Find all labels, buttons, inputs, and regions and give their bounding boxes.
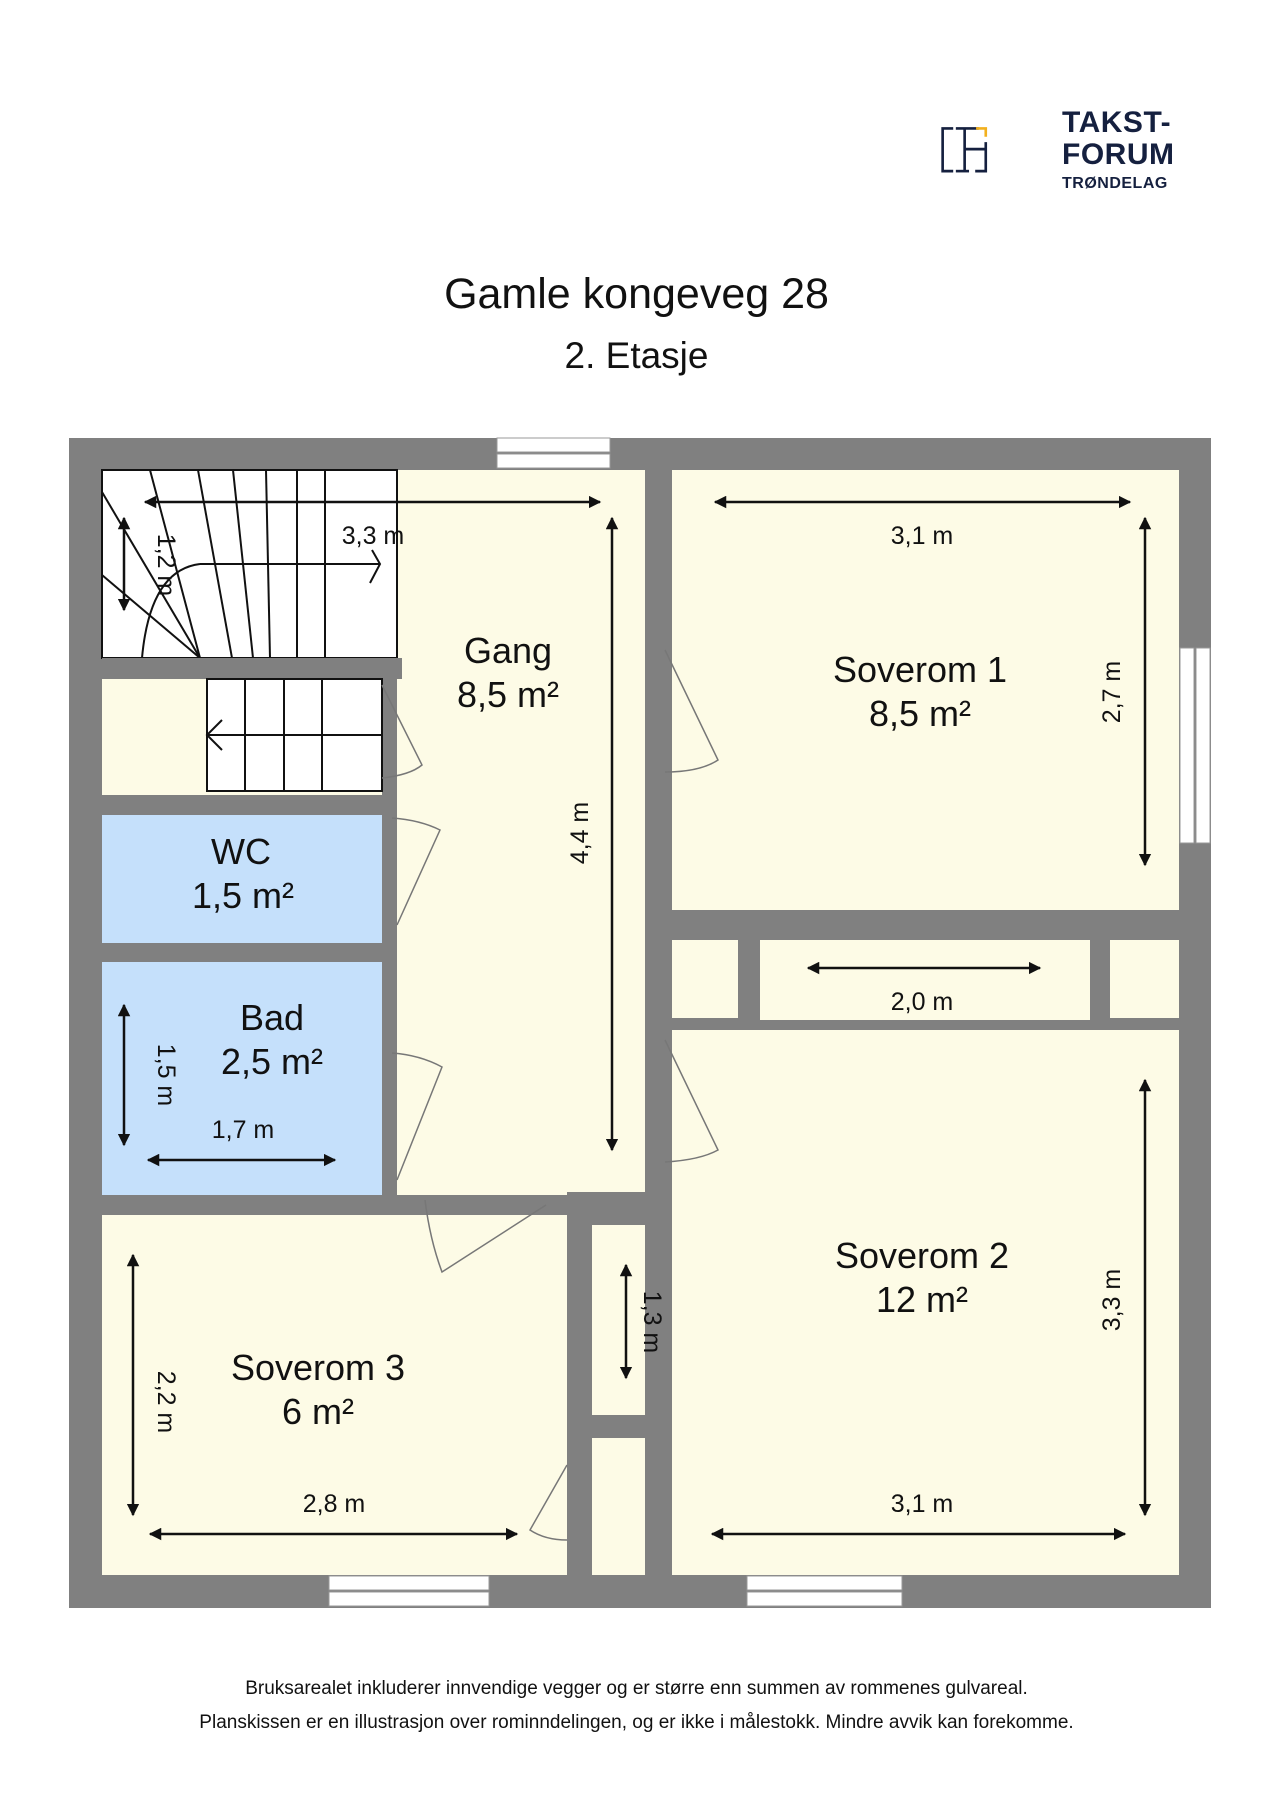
- floors: [102, 470, 1179, 1575]
- floor-wc: [102, 815, 395, 943]
- small-closet: [592, 1438, 645, 1575]
- floor-subtitle: 2. Etasje: [564, 335, 709, 376]
- room-name-soverom-2: Soverom 2: [835, 1235, 1009, 1276]
- page-title: Gamle kongeveg 28: [444, 270, 829, 318]
- door-wc: [391, 817, 441, 926]
- door-soverom-1: [664, 649, 719, 773]
- dim-soverom-2-width: 3,1 m: [891, 1490, 954, 1518]
- door-soverom-3: [424, 1199, 547, 1274]
- footer-note-disclaimer: Planskissen er en illustrasjon over romi…: [199, 1712, 1074, 1733]
- dim-gang-length: 4,4 m: [566, 802, 594, 865]
- windows: [328, 437, 1211, 1607]
- room-area-soverom-3: 6 m²: [282, 1391, 354, 1432]
- dim-bad-width: 1,7 m: [212, 1116, 275, 1144]
- room-area-wc: 1,5 m²: [192, 875, 294, 916]
- room-area-bad: 2,5 m²: [221, 1041, 323, 1082]
- closet-right: [1110, 940, 1179, 1018]
- window-right: [1179, 647, 1195, 844]
- door-stair-closet: [381, 684, 423, 779]
- dim-soverom-3-depth: 2,2 m: [152, 1371, 180, 1434]
- room-area-soverom-1: 8,5 m²: [869, 693, 971, 734]
- logo-line-2: FORUM: [1062, 138, 1175, 171]
- logo-line-3: TRØNDELAG: [1062, 175, 1168, 192]
- door-soverom-2: [664, 1039, 719, 1163]
- dim-stair-width: 1,2 m: [152, 534, 180, 597]
- footer-note-area: Bruksarealet inkluderer innvendige vegge…: [245, 1678, 1028, 1699]
- window-bottom-left: [328, 1575, 490, 1591]
- room-name-bad: Bad: [240, 997, 304, 1038]
- logo-text: TAKST- FORUM TRØNDELAG: [1062, 108, 1174, 192]
- window-bottom-right: [746, 1575, 903, 1591]
- room-name-soverom-3: Soverom 3: [231, 1347, 405, 1388]
- floor-gang: [397, 470, 645, 1210]
- floor-soverom-3: [102, 1215, 567, 1575]
- dim-soverom-2-alcove: 2,0 m: [891, 988, 954, 1016]
- window-top: [496, 437, 611, 453]
- dim-soverom-3-width: 2,8 m: [303, 1490, 366, 1518]
- room-name-wc: WC: [211, 831, 271, 872]
- room-area-gang: 8,5 m²: [457, 674, 559, 715]
- dim-bad-depth: 1,5 m: [152, 1044, 180, 1107]
- room-area-soverom-2: 12 m²: [876, 1279, 968, 1320]
- doors: [381, 649, 719, 1541]
- door-bad: [391, 1052, 443, 1181]
- dimension-lines: [117, 495, 1152, 1541]
- dim-soverom-2-nook: 1,3 m: [638, 1291, 666, 1354]
- dim-soverom-1-depth: 2,7 m: [1098, 661, 1126, 724]
- takstforum-logo-mark: [941, 127, 988, 173]
- closet-left: [672, 940, 738, 1018]
- stair-straight: [205, 678, 383, 792]
- dim-soverom-1-width: 3,1 m: [891, 522, 954, 550]
- room-name-gang: Gang: [464, 630, 552, 671]
- logo-bracket-left: [941, 127, 954, 173]
- stair-winder: [101, 469, 398, 659]
- floor-soverom-2: [760, 940, 1108, 1020]
- logo-line-1: TAKST-: [1062, 106, 1172, 139]
- room-name-soverom-1: Soverom 1: [833, 649, 1007, 690]
- floor-soverom-1: [672, 470, 1179, 910]
- logo-accent-corner: [976, 127, 988, 137]
- dim-gang-width: 3,3 m: [342, 522, 405, 550]
- door-small-closet: [529, 1464, 568, 1541]
- dim-soverom-2-depth: 3,3 m: [1098, 1269, 1126, 1332]
